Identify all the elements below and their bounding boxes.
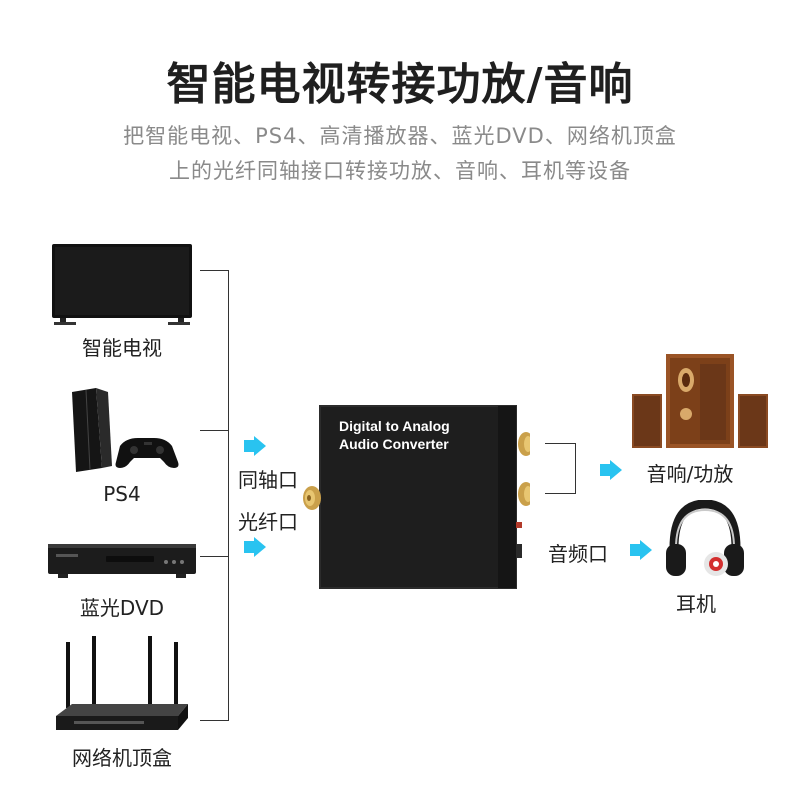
output-bracket-vertical [575,443,576,494]
page-title: 智能电视转接功放/音响 [166,59,634,110]
subtitle-line-2: 上的光纤同轴接口转接功放、音响、耳机等设备 [169,159,631,183]
arrow-right-icon [244,436,266,456]
connector-line-router [200,720,228,721]
speaker-label: 音响/功放 [646,462,734,486]
device-label-line-1: Digital to Analog [339,418,450,434]
connector-bracket-vertical [228,270,229,721]
headphones-label: 耳机 [676,592,716,616]
audio-port-label: 音频口 [548,542,608,566]
connector-line-tv [200,270,228,271]
connector-line-ps4 [200,430,228,431]
coaxial-label: 同轴口 [238,468,298,492]
subtitle-line-1: 把智能电视、PS4、高清播放器、蓝光DVD、网络机顶盒 [123,124,677,148]
arrow-right-icon [630,540,652,560]
ps4-label: PS4 [103,482,141,506]
arrow-right-icon [600,460,622,480]
ps4-icon [68,386,186,474]
arrow-right-icon [244,537,266,557]
speaker-icon [630,354,770,450]
dvd-label: 蓝光DVD [79,596,165,620]
router-label: 网络机顶盒 [72,746,172,770]
tv-icon [52,244,192,326]
connector-line-dvd [200,556,228,557]
optical-label: 光纤口 [238,510,298,534]
output-line-top [545,443,575,444]
output-line-bottom [545,493,575,494]
converter-device [300,404,534,590]
device-label-line-2: Audio Converter [339,436,449,452]
tv-label: 智能电视 [82,336,162,360]
headphones-icon [664,499,746,580]
bluray-player-icon [48,540,196,586]
router-icon [54,636,190,734]
